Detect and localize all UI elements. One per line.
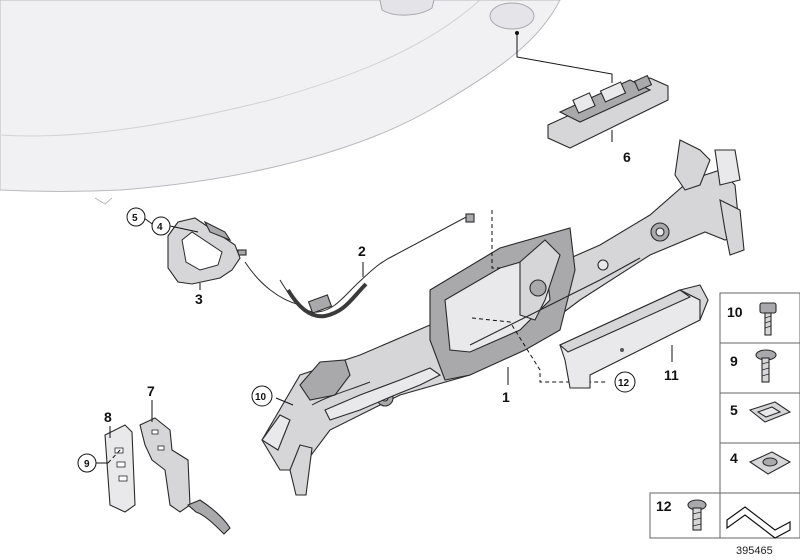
part-1-lock-carrier: [261, 139, 745, 496]
callout-5: 5: [132, 213, 138, 224]
legend-label-10: 10: [727, 304, 743, 320]
callout-12-circle: [614, 371, 636, 393]
legend-label-12: 12: [656, 498, 672, 514]
leader-9-dash: [107, 447, 123, 464]
callout-11: 11: [664, 367, 679, 383]
callout-9: 9: [84, 459, 90, 470]
part-11-cover: [558, 284, 709, 389]
part-3-handle: [167, 217, 241, 285]
part-8-shim: [104, 424, 136, 513]
callout-9-circle: [77, 453, 97, 473]
callout-8: 8: [104, 409, 112, 425]
gasket-symbol-icon: [726, 506, 791, 539]
part-7-hook-bracket: [139, 417, 231, 535]
leader-6-dot: [515, 31, 519, 35]
leader-6-dashed: [516, 33, 613, 83]
reference-number: 395465: [736, 545, 773, 557]
leader-12-dashed: [471, 317, 608, 383]
tailgate-panel: [0, 0, 561, 205]
part-2-cable: [237, 213, 475, 319]
callout-3: 3: [195, 291, 203, 307]
clip-5-icon: [748, 401, 792, 423]
callout-10-circle: [251, 385, 273, 407]
legend-label-4: 4: [730, 450, 738, 466]
screw-10-icon: [759, 302, 777, 336]
callout-2: 2: [358, 243, 366, 259]
callout-1: 1: [502, 389, 510, 405]
legend-label-9: 9: [730, 353, 738, 369]
screw-12-icon: [687, 499, 707, 531]
callout-5-circle: [126, 207, 146, 227]
nut-4-icon: [748, 451, 792, 475]
leader-cable-dashed: [491, 210, 500, 269]
callout-6: 6: [623, 149, 631, 165]
leader-4: [169, 225, 199, 233]
callout-12: 12: [618, 378, 630, 389]
legend-table: 10 9 5 4 12: [649, 292, 800, 539]
callout-4: 4: [157, 222, 163, 233]
leader-10: [275, 397, 294, 406]
legend-label-5: 5: [730, 402, 738, 418]
callout-10: 10: [255, 392, 267, 403]
legend-cell-5: [719, 392, 800, 444]
legend-cell-12: [649, 492, 721, 539]
part-6-handle-switch: [547, 74, 669, 149]
callout-4-circle: [151, 216, 171, 236]
screw-9-icon: [755, 349, 777, 383]
callout-7: 7: [147, 383, 155, 399]
